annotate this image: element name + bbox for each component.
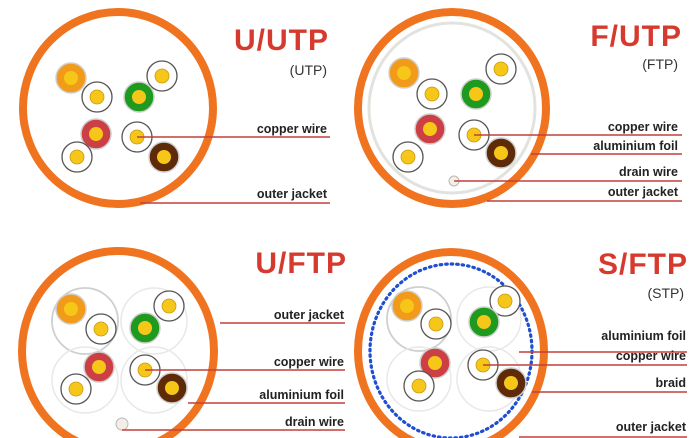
- panel-f-utp: F/UTP (FTP) copper wire aluminium foil d…: [347, 0, 694, 219]
- foil-shield-orange-pair: [386, 286, 452, 352]
- label-aluminium-foil: aluminium foil: [593, 139, 678, 153]
- wire-pair-orange: [55, 62, 113, 113]
- label-copper-wire: copper wire: [607, 120, 678, 134]
- outer-jacket-ring: [354, 248, 548, 438]
- outer-jacket-ring: [18, 247, 218, 438]
- cable-type-title: U/UTP: [234, 24, 329, 57]
- label-aluminium-foil: aluminium foil: [601, 329, 686, 343]
- wire-pair-brown: [121, 121, 180, 173]
- foil-shield-orange-pair: [51, 287, 119, 355]
- foil-shield-red-pair: [386, 346, 452, 412]
- foil-shield-brown-pair: [456, 346, 527, 412]
- label-drain-wire: drain wire: [618, 165, 678, 179]
- u-ftp-cable-cross-section: [18, 247, 345, 438]
- panel-u-utp: U/UTP (UTP) copper wire outer jacket: [0, 0, 347, 219]
- label-outer-jacket: outer jacket: [273, 308, 344, 322]
- wire-pair-green: [123, 60, 178, 113]
- label-copper-wire: copper wire: [615, 349, 686, 363]
- cable-type-title: S/FTP: [597, 248, 688, 281]
- cable-type-subtitle: (UTP): [289, 62, 327, 78]
- cable-type-title: U/FTP: [255, 247, 347, 280]
- wire-pair-red: [61, 118, 112, 173]
- label-aluminium-foil: aluminium foil: [259, 388, 344, 402]
- wire-pair-green: [460, 53, 517, 110]
- label-outer-jacket: outer jacket: [607, 185, 678, 199]
- cable-type-title: F/UTP: [590, 20, 682, 53]
- foil-shield-green-pair: [120, 287, 188, 355]
- label-copper-wire: copper wire: [273, 355, 344, 369]
- label-drain-wire: drain wire: [284, 415, 344, 429]
- f-utp-cable-cross-section: [354, 8, 682, 208]
- u-utp-cable-cross-section: [19, 8, 330, 208]
- aluminium-foil-ring: [367, 21, 537, 195]
- label-copper-wire: copper wire: [256, 122, 327, 136]
- label-outer-jacket: outer jacket: [615, 420, 686, 434]
- wire-pair-orange: [388, 57, 448, 110]
- outer-jacket-ring: [19, 8, 217, 208]
- label-braid: braid: [655, 376, 686, 390]
- braid-shield-ring: [368, 262, 534, 438]
- foil-shield-green-pair: [456, 285, 522, 352]
- drain-wire: [115, 417, 129, 431]
- outer-jacket-ring: [354, 8, 550, 208]
- s-ftp-cable-cross-section: [354, 248, 687, 438]
- panel-s-ftp: S/FTP (STP) aluminium foil copper wire b…: [347, 219, 694, 438]
- wire-pair-red: [392, 113, 446, 173]
- cable-type-subtitle: (FTP): [642, 56, 678, 72]
- panel-u-ftp: U/FTP outer jacket copper wire aluminium…: [0, 219, 347, 438]
- cable-type-subtitle: (STP): [647, 285, 684, 301]
- label-outer-jacket: outer jacket: [256, 187, 327, 201]
- foil-shield-red-pair: [51, 346, 119, 414]
